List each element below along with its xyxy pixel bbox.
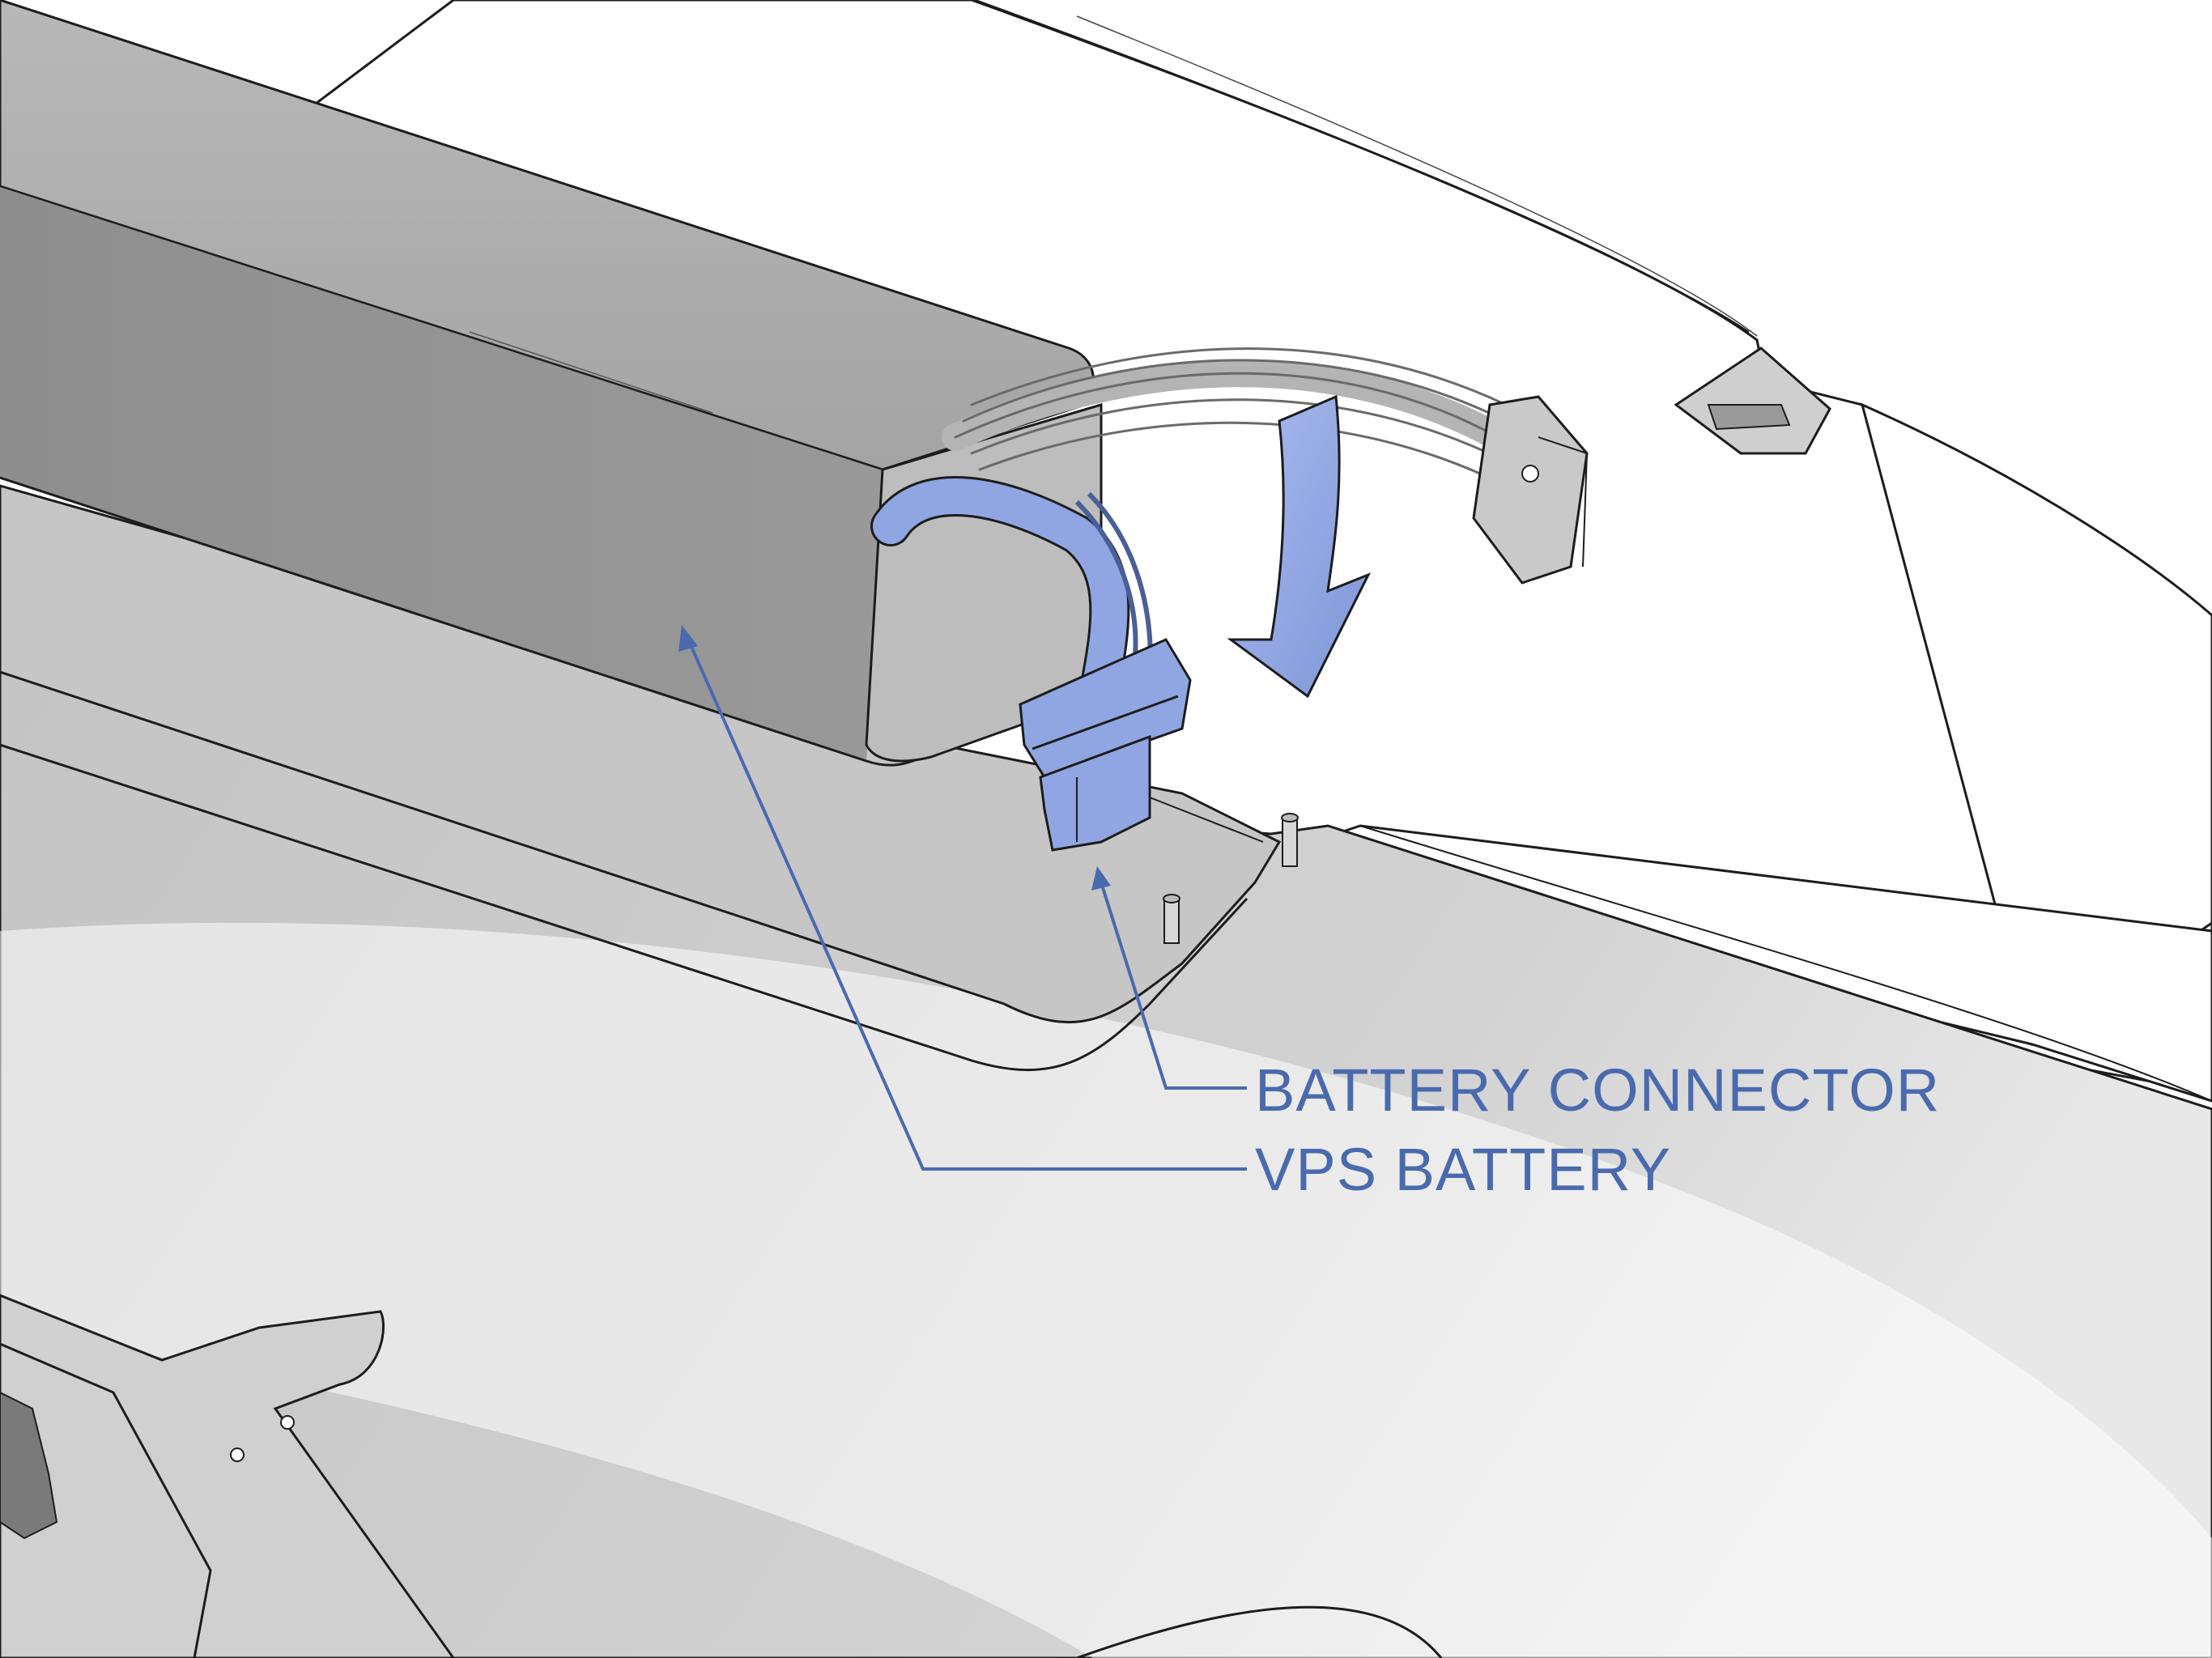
callout-arrowheads: [678, 625, 1111, 891]
wire-bundle-plug: [1472, 395, 1589, 585]
battery-arrowhead: [678, 625, 698, 652]
battery-connector-label: BATTERY CONNECTOR: [1255, 1056, 1941, 1124]
battery-leader-line: [687, 639, 1247, 1171]
callout-leaders: [687, 639, 1247, 1171]
panel-latch-slot: [1674, 346, 1831, 455]
battery-tray: [0, 484, 1299, 1071]
battery-connector: [870, 476, 1192, 852]
connector-leader-line: [1100, 882, 1247, 1090]
connector-arrowhead: [1091, 866, 1111, 891]
wire-bundle: [942, 347, 1512, 487]
lower-left-bracket: [0, 1294, 455, 1658]
rotate-down-arrow-icon: [1227, 394, 1372, 699]
vps-battery-label: VPS BATTERY: [1255, 1136, 1672, 1203]
